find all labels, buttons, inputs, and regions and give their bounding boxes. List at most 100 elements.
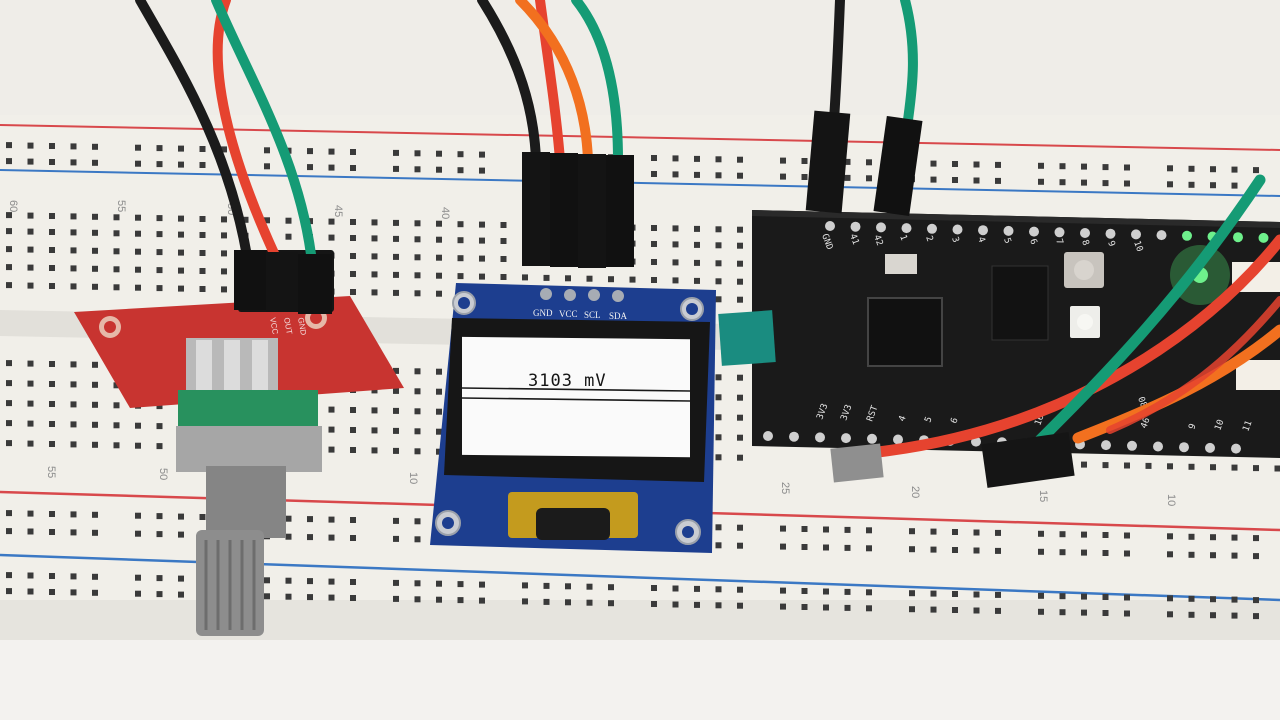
breadboard-hole: [92, 283, 98, 290]
breadboard-hole: [70, 159, 77, 166]
breadboard-hole: [199, 286, 206, 292]
teal-tab: [718, 310, 776, 366]
breadboard-hole: [715, 156, 722, 163]
breadboard-hole: [479, 273, 485, 280]
breadboard-hole: [350, 149, 356, 155]
breadboard-hole: [1167, 551, 1173, 558]
breadboard-hole: [737, 524, 743, 531]
breadboard-hole: [92, 529, 98, 536]
breadboard-hole: [393, 219, 399, 226]
breadboard-hole: [1081, 593, 1087, 600]
breadboard-hole: [866, 159, 872, 166]
breadboard-hole: [715, 586, 722, 593]
breadboard-hole: [113, 230, 120, 237]
breadboard-hole: [651, 601, 657, 607]
breadboard-hole: [414, 272, 421, 279]
breadboard-hole: [70, 247, 77, 254]
mcu-pin-label: 6: [949, 417, 960, 426]
breadboard-hole: [1059, 609, 1066, 616]
breadboard-hole: [1124, 532, 1130, 539]
breadboard-hole: [1210, 596, 1216, 603]
breadboard-hole: [178, 285, 184, 292]
mcu-pin-hole: [1131, 229, 1141, 240]
breadboard-hole: [135, 284, 141, 291]
breadboard-hole: [672, 171, 679, 178]
breadboard-hole: [393, 447, 399, 454]
breadboard-hole: [715, 542, 722, 549]
breadboard-hole: [737, 454, 743, 461]
breadboard-hole: [479, 221, 485, 228]
breadboard-hole: [565, 583, 571, 590]
breadboard-hole: [1059, 549, 1066, 556]
breadboard-hole: [414, 580, 421, 587]
breadboard-hole: [479, 581, 485, 588]
breadboard-hole: [92, 511, 98, 518]
breadboard-hole: [1081, 179, 1087, 186]
breadboard-hole: [135, 230, 141, 237]
breadboard-hole: [371, 447, 378, 454]
breadboard-hole: [113, 402, 120, 409]
breadboard-hole: [737, 586, 743, 593]
breadboard-hole: [350, 595, 356, 601]
breadboard-hole: [823, 604, 829, 611]
breadboard-hole: [350, 517, 356, 523]
breadboard-hole: [1124, 180, 1130, 187]
breadboard-hole: [1081, 163, 1087, 170]
breadboard-hole: [694, 601, 700, 608]
mcu-pin-hole: [952, 224, 963, 235]
pot-pin-label: OUT: [282, 317, 294, 335]
breadboard-hole: [479, 255, 485, 262]
mcu-pin-hole: [1029, 226, 1039, 237]
breadboard-hole: [715, 260, 722, 267]
mcu-pin-hole: [1003, 225, 1014, 236]
breadboard-hole: [92, 229, 98, 236]
breadboard-hole: [70, 229, 77, 236]
breadboard-hole: [1274, 465, 1280, 472]
breadboard-hole: [1102, 610, 1109, 616]
breadboard-hole: [780, 543, 786, 550]
breadboard-hole: [694, 225, 700, 232]
oled-pin-label: SCL: [584, 310, 601, 320]
breadboard-hole: [844, 588, 851, 595]
breadboard-hole: [393, 517, 399, 524]
breadboard-hole: [1124, 594, 1130, 601]
breadboard-hole: [92, 401, 98, 408]
breadboard-hole: [371, 235, 378, 242]
mcu-pin-label: 9: [1187, 423, 1198, 432]
wire-connectors: [234, 110, 1075, 488]
breadboard-hole: [156, 145, 163, 152]
breadboard-hole: [651, 241, 657, 247]
breadboard-hole: [1253, 553, 1259, 560]
breadboard-hole: [156, 591, 163, 598]
breadboard-hole: [285, 533, 292, 540]
breadboard-hole: [436, 580, 442, 587]
breadboard-hole: [328, 534, 335, 541]
breadboard-hole: [479, 237, 485, 244]
breadboard-hole: [113, 248, 120, 255]
breadboard-hole: [565, 275, 571, 282]
breadboard-hole: [780, 603, 786, 610]
breadboard-hole: [457, 581, 464, 588]
breadboard-hole: [264, 217, 270, 224]
breadboard-hole: [178, 145, 184, 152]
breadboard-hole: [737, 172, 743, 179]
breadboard-hole: [199, 216, 206, 222]
oled-module: GND VCC SCL SDA 3103 mV: [430, 283, 716, 553]
breadboard-hole: [178, 249, 184, 256]
breadboard-hole: [694, 277, 700, 284]
wire-red: [212, 0, 283, 267]
mcu-pin-hole: [850, 221, 861, 232]
breadboard-hole: [930, 590, 937, 597]
breadboard-hole: [780, 587, 786, 594]
breadboard-hole: [393, 535, 399, 542]
breadboard-hole: [737, 374, 743, 381]
breadboard-hole: [328, 218, 335, 225]
breadboard-hole: [6, 264, 12, 271]
wire-green: [571, 0, 623, 165]
wire-green: [900, 0, 918, 125]
breadboard-hole: [135, 590, 141, 597]
breadboard-hole: [1210, 464, 1216, 471]
breadboard-hole: [1188, 551, 1195, 558]
breadboard-hole: [1038, 530, 1044, 537]
breadboard-hole: [6, 228, 12, 235]
